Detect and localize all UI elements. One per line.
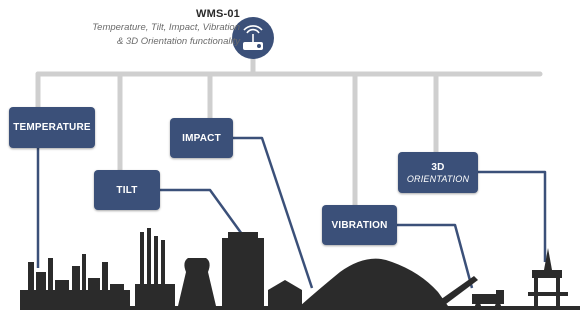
impact-box: IMPACT <box>170 118 233 158</box>
orientation-box: 3D ORIENTATION <box>398 152 478 193</box>
orientation-label-line2: ORIENTATION <box>406 173 470 184</box>
industrial-silhouette <box>20 228 580 310</box>
impact-label: IMPACT <box>182 132 221 144</box>
temperature-label: TEMPERATURE <box>13 122 91 133</box>
wireless-sensor-icon <box>232 17 274 59</box>
subtitle-line-1: Temperature, Tilt, Impact, Vibration <box>92 22 240 33</box>
leader-lines <box>36 136 547 289</box>
tilt-box: TILT <box>94 170 160 210</box>
orientation-label-line1: 3D <box>431 161 445 173</box>
temperature-box: TEMPERATURE <box>9 107 95 148</box>
tilt-label: TILT <box>116 184 138 196</box>
vibration-box: VIBRATION <box>322 205 397 245</box>
header: WMS-01 Temperature, Tilt, Impact, Vibrat… <box>40 8 240 48</box>
subtitle-line-2: & 3D Orientation functionality <box>116 36 240 47</box>
connector-tree <box>35 55 543 208</box>
vibration-label: VIBRATION <box>331 219 388 231</box>
page-title: WMS-01 <box>196 8 240 20</box>
